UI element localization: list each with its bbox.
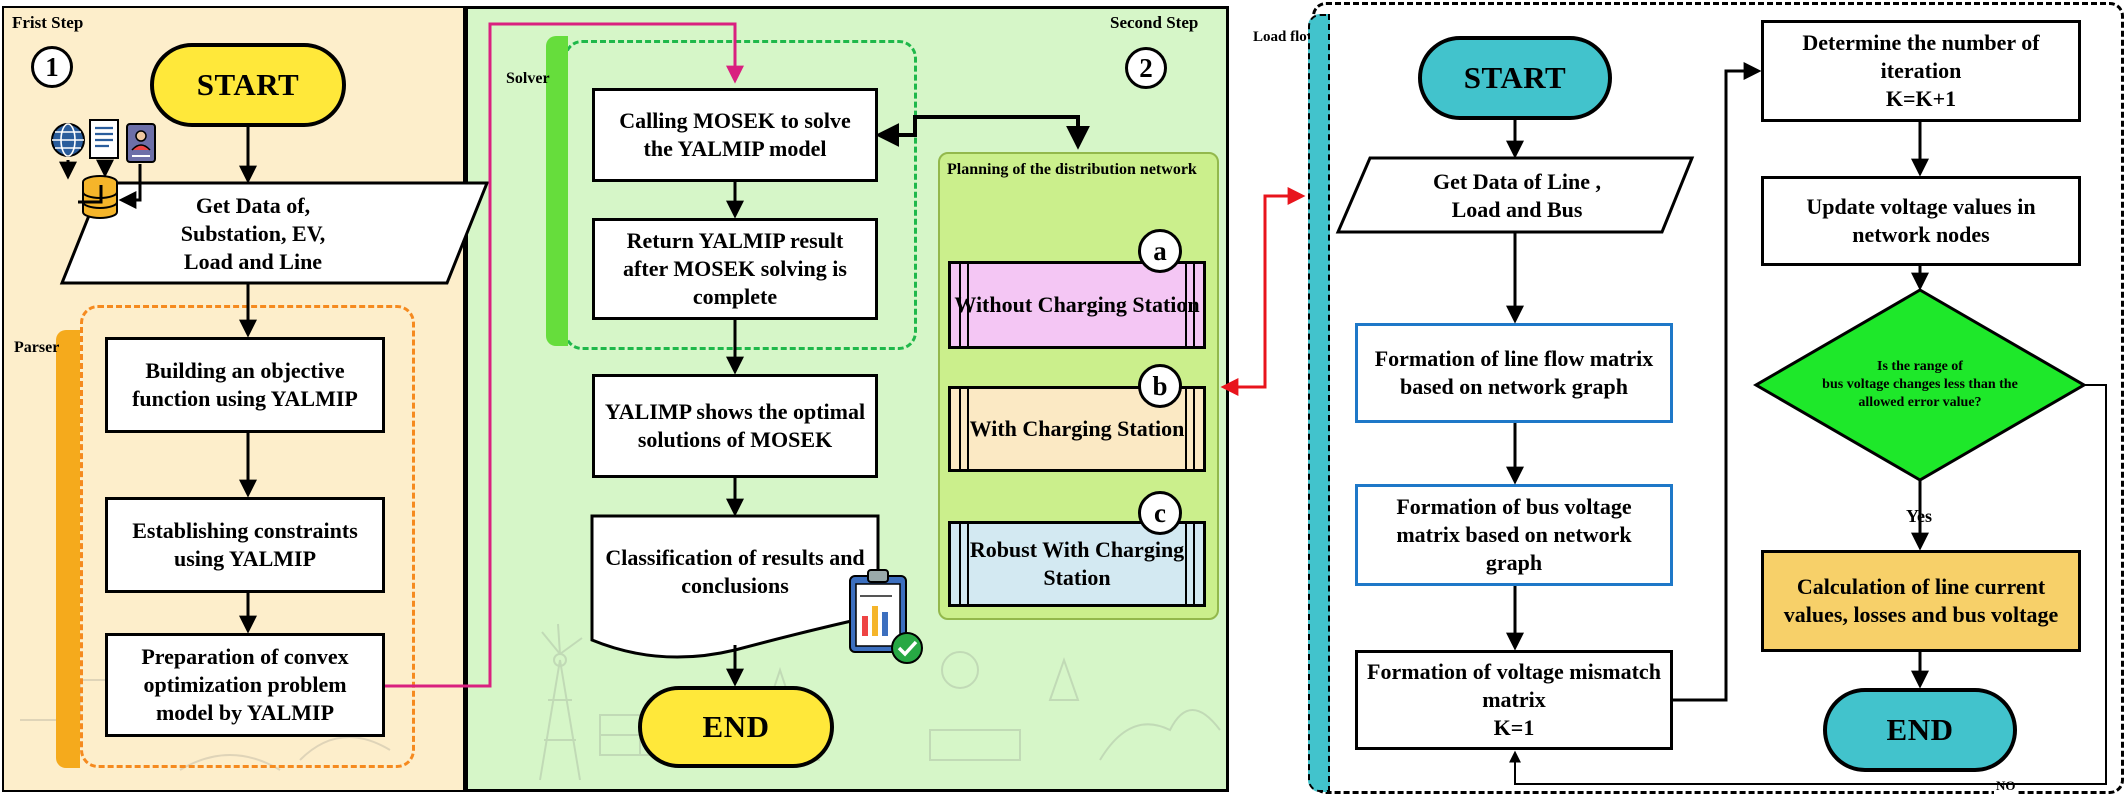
line-flow-matrix-node: Formation of line flow matrix based on n… <box>1355 323 1673 423</box>
optimal-solutions-node: YALIMP shows the optimal solutions of MO… <box>592 374 878 478</box>
iteration-node: Determine the number of iteration K=K+1 <box>1761 20 2081 122</box>
solver-label: Solver <box>506 70 550 87</box>
return-result-node: Return YALMIP result after MOSEK solving… <box>592 218 878 320</box>
solver-strip <box>546 36 568 346</box>
planning-title: Planning of the distribution network <box>947 161 1197 178</box>
step1-number-badge: 1 <box>31 46 73 88</box>
globe-icon <box>50 122 86 158</box>
option-with-charging-station: With Charging Station <box>948 386 1206 472</box>
constraints-node: Establishing constraints using YALMIP <box>105 497 385 593</box>
classification-node: Classification of results and conclusion… <box>605 544 865 598</box>
option-c-badge: c <box>1138 491 1182 535</box>
option-a-badge: a <box>1138 229 1182 273</box>
start-node: START <box>150 43 346 127</box>
update-voltage-node: Update voltage values in network nodes <box>1761 176 2081 266</box>
bus-voltage-matrix-node: Formation of bus voltage matrix based on… <box>1355 484 1673 586</box>
step1-label: Frist Step <box>12 13 84 32</box>
parser-label: Parser <box>14 339 60 356</box>
parser-strip <box>56 330 80 768</box>
document-icon <box>88 118 122 162</box>
calling-mosek-node: Calling MOSEK to solve the YALMIP model <box>592 88 878 182</box>
convex-model-node: Preparation of convex optimization probl… <box>105 633 385 737</box>
loadflow-strip <box>1308 14 1330 792</box>
loadflow-end-node: END <box>1823 688 2017 772</box>
step2-label: Second Step <box>1110 13 1199 32</box>
get-data-node: Get Data of, Substation, EV, Load and Li… <box>180 192 326 275</box>
step2-number-badge: 2 <box>1125 47 1167 89</box>
decision-node: Is the range of bus voltage changes less… <box>1822 358 2018 411</box>
id-card-icon <box>125 122 157 164</box>
voltage-mismatch-node: Formation of voltage mismatch matrix K=1 <box>1355 650 1673 750</box>
calculation-node: Calculation of line current values, loss… <box>1761 550 2081 652</box>
loadflow-get-data-node: Get Data of Line , Load and Bus <box>1432 168 1602 222</box>
end-node: END <box>638 686 834 768</box>
option-without-charging-station: Without Charging Station <box>948 261 1206 349</box>
loadflow-label: Load flow <box>1250 29 1321 46</box>
option-b-badge: b <box>1138 364 1182 408</box>
no-label: NO <box>1994 778 2018 794</box>
option-robust-with-charging-station: Robust With Charging Station <box>948 521 1206 607</box>
objective-node: Building an objective function using YAL… <box>105 337 385 433</box>
loadflow-start-node: START <box>1418 36 1612 120</box>
clipboard-chart-icon <box>846 566 916 662</box>
check-badge-icon <box>889 630 925 666</box>
